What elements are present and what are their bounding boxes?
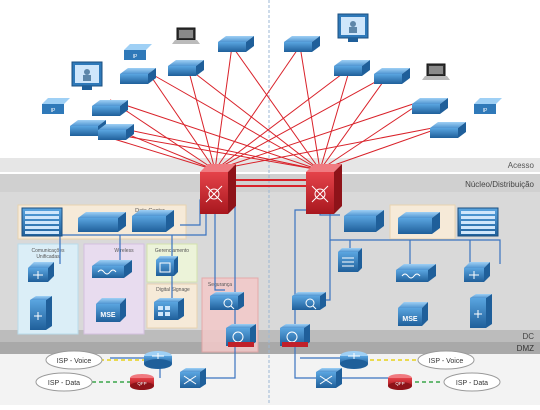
distribution-switch-icon[interactable]: [344, 210, 384, 232]
ip-phone-icon[interactable]: IP: [474, 98, 502, 114]
layer-label-core: Núcleo/Distribuição: [465, 180, 534, 189]
call-manager-icon[interactable]: [464, 262, 490, 282]
access-switch-icon[interactable]: [98, 124, 134, 140]
access-uplinks: [77, 45, 449, 171]
layer-label-access: Acesso: [508, 161, 535, 170]
nexus-switch-icon[interactable]: [78, 212, 126, 232]
svg-text:QFP: QFP: [137, 381, 146, 386]
laptop-icon[interactable]: [172, 27, 200, 44]
security-group-label: Segurança: [208, 282, 232, 288]
access-switch-icon[interactable]: [218, 36, 254, 52]
laptop-icon[interactable]: [422, 63, 450, 80]
svg-text:IP: IP: [51, 108, 56, 114]
access-switch-icon[interactable]: [412, 98, 448, 114]
access-switch-icon[interactable]: [284, 36, 320, 52]
content-switch-icon[interactable]: [338, 248, 362, 272]
access-devices-left: IP IP: [42, 27, 254, 140]
blade-server-icon[interactable]: [21, 207, 63, 237]
core-switch-left[interactable]: [200, 164, 236, 214]
access-devices-right: IP: [284, 13, 502, 138]
access-switch-icon[interactable]: [334, 60, 370, 76]
access-switch-icon[interactable]: [168, 60, 204, 76]
ip-phone-icon[interactable]: IP: [42, 98, 70, 114]
layer-label-dc: DC: [522, 332, 534, 341]
svg-text:MSE: MSE: [402, 316, 418, 323]
dmz-label-band: [0, 342, 540, 354]
access-switch-icon[interactable]: [92, 100, 128, 116]
signage-group-label: Digital Signage: [156, 287, 190, 293]
svg-text:IP: IP: [483, 108, 488, 114]
isp-voice-cloud-left[interactable]: ISP - Voice: [45, 350, 103, 370]
uc-server-icon[interactable]: [470, 294, 492, 328]
uc-group-label-1: Comunicações: [31, 248, 65, 254]
access-band: [0, 158, 540, 172]
ip-phone-icon[interactable]: IP: [124, 44, 152, 60]
edge-router-icon[interactable]: [316, 368, 342, 388]
layer-label-dmz: DMZ: [517, 344, 534, 353]
wireless-controller-icon[interactable]: [92, 260, 132, 278]
mse-appliance-icon[interactable]: MSE: [96, 298, 126, 322]
isp-data-cloud-left[interactable]: ISP - Data: [35, 372, 93, 392]
isp-data-cloud-right[interactable]: ISP - Data: [443, 372, 501, 392]
svg-text:IP: IP: [133, 54, 138, 60]
svg-text:MSE: MSE: [100, 312, 116, 319]
core-switch-right[interactable]: [306, 164, 342, 214]
wireless-controller-icon[interactable]: [396, 264, 436, 282]
access-switch-icon[interactable]: [430, 122, 466, 138]
svg-text:ISP - Data: ISP - Data: [456, 380, 488, 387]
management-server-icon[interactable]: [156, 256, 178, 276]
call-manager-icon[interactable]: [28, 262, 54, 282]
firewall-asa-icon[interactable]: [226, 324, 256, 347]
wireless-group-label: Wireless: [114, 248, 134, 254]
svg-text:ISP - Voice: ISP - Voice: [57, 358, 92, 365]
svg-text:QFP: QFP: [395, 381, 404, 386]
nexus-switch-icon[interactable]: [398, 212, 440, 234]
edge-router-icon[interactable]: [180, 368, 206, 388]
qfp-router-icon[interactable]: QFP: [388, 374, 412, 390]
access-switch-icon[interactable]: [120, 68, 156, 84]
pc-icon[interactable]: [71, 61, 103, 90]
access-switch-icon[interactable]: [374, 68, 410, 84]
mse-appliance-icon[interactable]: MSE: [398, 302, 428, 326]
uc-server-icon[interactable]: [30, 296, 52, 330]
firewall-asa-icon[interactable]: [280, 324, 310, 347]
qfp-router-icon[interactable]: QFP: [130, 374, 154, 390]
voice-router-icon[interactable]: [340, 351, 368, 369]
svg-text:ISP - Voice: ISP - Voice: [429, 358, 464, 365]
ips-sensor-icon[interactable]: [292, 292, 326, 310]
signage-player-icon[interactable]: [154, 298, 184, 320]
ips-sensor-icon[interactable]: [210, 292, 244, 310]
nexus-switch-icon[interactable]: [132, 210, 174, 232]
blade-server-icon[interactable]: [457, 207, 499, 237]
pc-icon[interactable]: [337, 13, 369, 42]
isp-voice-cloud-right[interactable]: ISP - Voice: [417, 350, 475, 370]
voice-router-icon[interactable]: [144, 351, 172, 369]
uc-group-label-2: Unificadas: [36, 254, 60, 260]
dc-label-band: [0, 330, 540, 342]
core-band: [0, 174, 540, 192]
svg-text:ISP - Data: ISP - Data: [48, 380, 80, 387]
